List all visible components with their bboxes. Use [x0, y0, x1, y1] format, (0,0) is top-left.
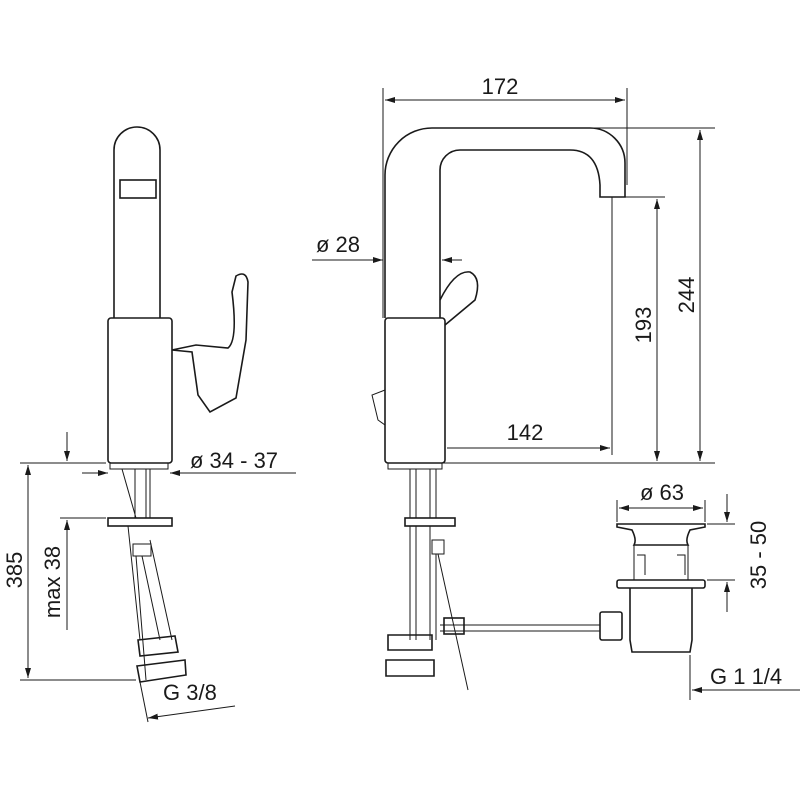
- side-lever: [439, 271, 479, 326]
- side-spout: [384, 127, 626, 318]
- front-lever: [171, 273, 249, 414]
- dim-63-label: ø 63: [640, 480, 684, 505]
- dim-max38-label: max 38: [40, 546, 65, 618]
- side-hoses: [409, 526, 469, 691]
- front-hose-nuts: [136, 635, 187, 683]
- front-nut: [132, 543, 152, 557]
- front-flange: [107, 517, 173, 527]
- front-body: [107, 317, 173, 464]
- popup-rod: [440, 624, 600, 632]
- dim-385-label: 385: [2, 552, 27, 589]
- dim-172-label: 172: [482, 74, 519, 99]
- drain-rod-nut: [599, 611, 623, 641]
- rod-clamp: [443, 617, 465, 635]
- front-spout: [113, 126, 161, 318]
- dim-body-diameter-label: ø 34 - 37: [190, 448, 278, 473]
- dim-28-label: ø 28: [316, 232, 360, 257]
- dim-g38-line: [147, 705, 236, 720]
- front-view: 385 max 38 ø 34 - 37 G 3/8: [2, 126, 296, 723]
- ext-line: [139, 681, 149, 723]
- side-hose-nuts: [385, 634, 435, 677]
- front-hoses: [127, 525, 173, 681]
- dim-g38-label: G 3/8: [163, 680, 217, 705]
- dim-3550-label: 35 - 50: [746, 521, 771, 590]
- dim-193-label: 193: [631, 307, 656, 344]
- side-body: [384, 317, 446, 464]
- front-pipes: [121, 468, 151, 519]
- side-view: 172 ø 28 244 193 142 ø 63 35 - 50 G 1 1/…: [312, 74, 800, 700]
- aerator: [119, 179, 157, 199]
- front-base: [109, 462, 169, 470]
- drain-popup: [599, 523, 706, 653]
- side-flange: [404, 517, 456, 527]
- side-nut: [431, 539, 445, 555]
- popup-knob: [371, 389, 386, 426]
- dim-g114-label: G 1 1/4: [710, 664, 782, 689]
- side-pipes: [409, 469, 437, 518]
- dim-244-label: 244: [674, 277, 699, 314]
- dim-142-label: 142: [507, 420, 544, 445]
- side-base: [387, 462, 443, 470]
